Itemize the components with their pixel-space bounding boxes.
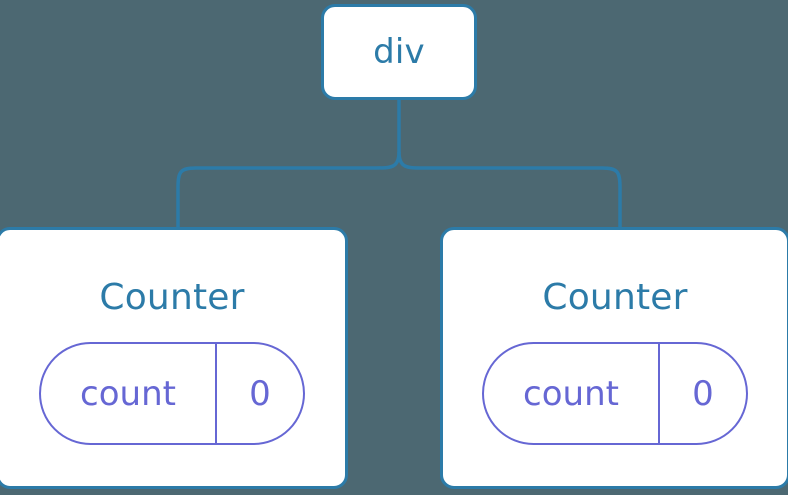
edge-root-to-counter-left: [176, 151, 401, 228]
state-pill-divider-left: [215, 344, 217, 443]
node-counter-left[interactable]: Counter count 0: [0, 227, 348, 489]
state-key-cell-right: count: [484, 344, 658, 443]
state-pill-count-right[interactable]: count 0: [482, 342, 748, 445]
node-title-counter-right: Counter: [542, 277, 688, 318]
state-key-cell-left: count: [41, 344, 215, 443]
state-value-label-right: 0: [692, 373, 714, 414]
state-value-label-left: 0: [249, 373, 271, 414]
state-key-label-right: count: [523, 373, 619, 414]
node-title-counter-left: Counter: [99, 277, 245, 318]
node-div[interactable]: div: [321, 4, 477, 100]
edge-root-to-counter-right: [397, 151, 622, 228]
state-value-cell-right: 0: [660, 344, 746, 443]
node-label-div: div: [373, 32, 425, 72]
node-counter-right[interactable]: Counter count 0: [440, 227, 788, 489]
state-pill-count-left[interactable]: count 0: [39, 342, 305, 445]
state-pill-divider-right: [658, 344, 660, 443]
state-key-label-left: count: [80, 373, 176, 414]
state-value-cell-left: 0: [217, 344, 303, 443]
